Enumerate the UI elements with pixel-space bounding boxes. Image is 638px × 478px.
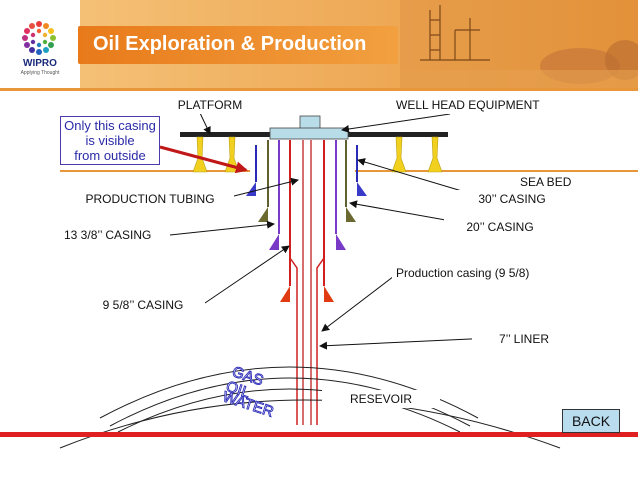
label-production-casing: Production casing (9 5/8) bbox=[392, 264, 534, 282]
visible-casing-note: Only this casing is visible from outside bbox=[60, 116, 160, 165]
bottom-red-line bbox=[0, 432, 638, 437]
header-divider bbox=[0, 88, 638, 91]
note-line-3: from outside bbox=[74, 148, 146, 163]
platform-leg bbox=[427, 136, 443, 173]
platform-leg bbox=[192, 136, 208, 173]
label-30-casing: 30’’ CASING bbox=[456, 190, 568, 208]
label-platform: PLATFORM bbox=[150, 96, 270, 114]
note-line-2: is visible bbox=[85, 133, 135, 148]
logo-text: WIPRO bbox=[23, 58, 57, 69]
well-head-top bbox=[299, 115, 321, 130]
oil-rig-illustration bbox=[400, 0, 638, 88]
label-production-tubing: PRODUCTION TUBING bbox=[66, 190, 234, 208]
title-bar bbox=[78, 26, 398, 64]
label-20-casing: 20’’ CASING bbox=[444, 218, 556, 236]
note-line-1: Only this casing bbox=[64, 118, 156, 133]
label-reservoir: RESEVOIR bbox=[322, 390, 440, 408]
back-button[interactable]: BACK bbox=[562, 409, 620, 433]
label-well-head: WELL HEAD EQUIPMENT bbox=[392, 96, 544, 114]
label-sea-bed: SEA BED bbox=[516, 173, 576, 191]
wipro-logo bbox=[22, 21, 56, 55]
platform-leg bbox=[391, 136, 407, 173]
logo-tagline: Applying Thought bbox=[20, 70, 60, 76]
label-7-liner: 7’’ LINER bbox=[472, 330, 576, 348]
label-13-casing: 13 3/8’’ CASING bbox=[60, 226, 156, 244]
label-9-casing: 9 5/8’’ CASING bbox=[84, 296, 202, 314]
page-title: Oil Exploration & Production bbox=[93, 33, 367, 55]
well-head-base bbox=[269, 127, 349, 140]
